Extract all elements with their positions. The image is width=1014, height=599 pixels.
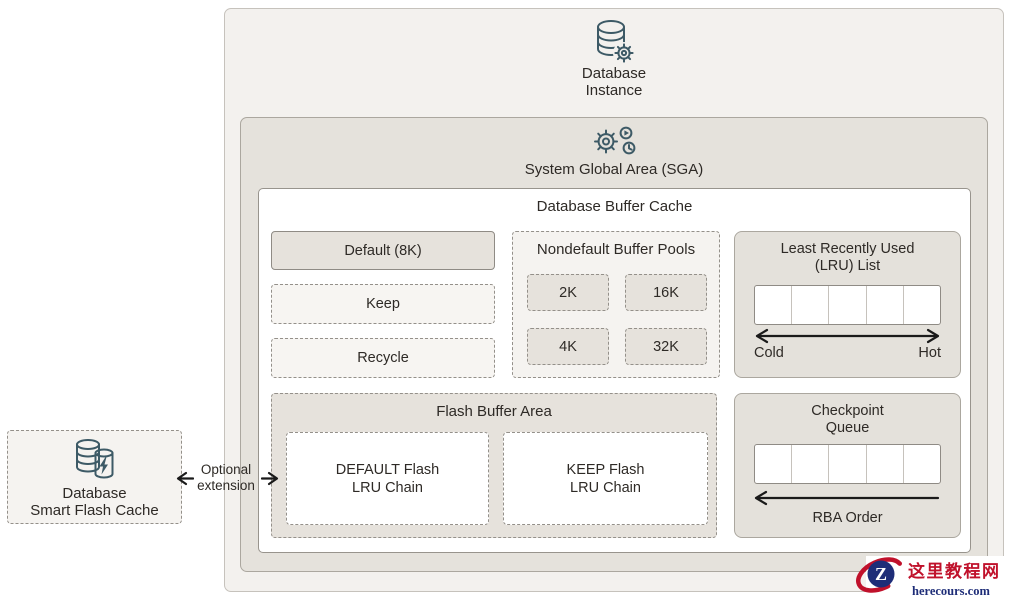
optional-extension-label: Optional extension — [197, 462, 255, 493]
lru-hot-label: Hot — [918, 345, 941, 361]
default-flash-chain-line1: DEFAULT Flash — [335, 461, 440, 478]
sga-header: System Global Area (SGA) — [440, 125, 788, 178]
watermark-text: 这里教程网 herecours.com — [908, 557, 1014, 599]
clock-badge-icon — [622, 141, 636, 155]
smart-flash-cache-icon — [75, 439, 113, 479]
watermark-site-name: 这里教程网 — [908, 562, 1001, 581]
lru-cell — [904, 286, 940, 324]
checkpoint-cell-bar — [754, 444, 941, 484]
default-pool-box: Default (8K) — [271, 231, 495, 270]
pool-size-32k-label: 32K — [653, 338, 679, 355]
checkpoint-cell — [904, 445, 940, 483]
recycle-pool-box: Recycle — [271, 338, 495, 378]
pool-size-4k-label: 4K — [559, 338, 577, 355]
keep-pool-box: Keep — [271, 284, 495, 324]
lru-title-line1: Least Recently Used — [780, 241, 915, 257]
keep-pool-label: Keep — [366, 296, 400, 312]
lru-list-container: Least Recently Used (LRU) List Cold Hot — [734, 231, 961, 378]
sga-title: System Global Area (SGA) — [524, 161, 704, 178]
smart-flash-cache-box: Database Smart Flash Cache — [7, 430, 182, 524]
database-instance-label-line2: Instance — [585, 81, 643, 99]
checkpoint-title-line2: Queue — [825, 420, 870, 436]
flash-buffer-area-title: Flash Buffer Area — [436, 403, 552, 420]
buffer-cache-title: Database Buffer Cache — [536, 198, 693, 215]
sga-gears-icon — [594, 126, 636, 155]
watermark-site-url: herecours.com — [912, 584, 990, 598]
checkpoint-cell — [792, 445, 830, 483]
smart-flash-cache-label-line1: Database — [62, 485, 127, 502]
lru-cold-label: Cold — [754, 345, 784, 361]
cold-hot-arrow — [755, 328, 940, 344]
database-instance-label-line1: Database — [581, 65, 647, 82]
keep-flash-chain-line1: KEEP Flash — [566, 461, 645, 478]
recycle-pool-label: Recycle — [357, 350, 409, 366]
lru-cell — [829, 286, 867, 324]
optional-extension-left-arrow — [176, 471, 194, 486]
checkpoint-title-line1: Checkpoint — [811, 403, 884, 419]
checkpoint-queue-container: Checkpoint Queue RBA Order — [734, 393, 961, 538]
database-instance-icon — [597, 20, 635, 64]
checkpoint-cell — [755, 445, 793, 483]
pool-size-16k-box: 16K — [625, 274, 707, 311]
lru-cell-bar — [754, 285, 941, 325]
nondefault-pools-title: Nondefault Buffer Pools — [536, 241, 696, 258]
checkpoint-cell — [829, 445, 867, 483]
lru-cell — [755, 286, 793, 324]
lru-cell — [867, 286, 904, 324]
smart-flash-cache-label-line2: Smart Flash Cache — [30, 501, 159, 519]
pool-size-32k-box: 32K — [625, 328, 707, 365]
watermark-logo: Z — [856, 557, 904, 593]
pool-size-4k-box: 4K — [527, 328, 609, 365]
watermark-logo-letter: Z — [875, 564, 887, 584]
default-flash-lru-chain-box: DEFAULT Flash LRU Chain — [286, 432, 489, 525]
default-pool-label: Default (8K) — [344, 242, 422, 259]
pool-size-2k-label: 2K — [559, 284, 577, 301]
lru-title-line2: (LRU) List — [814, 258, 881, 274]
lru-cell — [792, 286, 830, 324]
optional-extension-right-arrow — [261, 471, 279, 486]
pool-size-16k-label: 16K — [653, 284, 679, 301]
rba-order-label: RBA Order — [812, 510, 883, 526]
database-instance-header: Database Instance — [514, 18, 714, 99]
default-flash-chain-line2: LRU Chain — [352, 479, 423, 496]
play-badge-icon — [619, 126, 633, 140]
pool-size-2k-box: 2K — [527, 274, 609, 311]
keep-flash-lru-chain-box: KEEP Flash LRU Chain — [503, 432, 708, 525]
rba-order-arrow — [754, 490, 940, 506]
checkpoint-cell — [867, 445, 904, 483]
keep-flash-chain-line2: LRU Chain — [570, 479, 641, 496]
